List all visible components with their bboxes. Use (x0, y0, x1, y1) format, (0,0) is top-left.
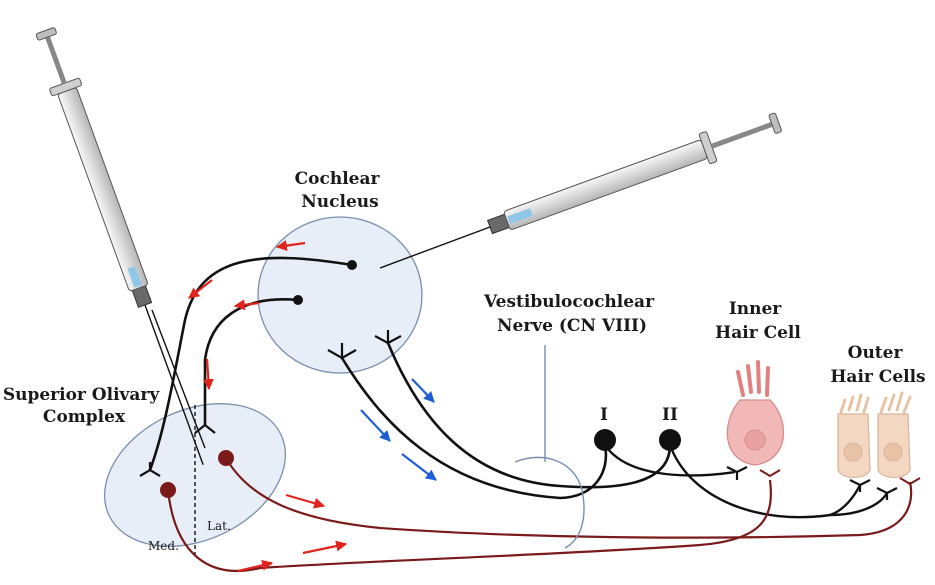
afferent-fiber-path (386, 342, 672, 489)
afferent-fiber-path (203, 298, 299, 425)
cochlear-nucleus-region (257, 216, 423, 374)
spiral-ganglion-type-i (594, 429, 616, 451)
afferent-fiber-path (604, 444, 736, 477)
efferent-fiber-path (225, 457, 913, 539)
efferent-direction-arrow (233, 299, 260, 311)
efferent-fiber-path (166, 479, 772, 572)
fiber-terminal (374, 330, 402, 345)
cn-cell-body (347, 260, 357, 270)
fiber-terminal (876, 487, 898, 500)
cn-cell-body (293, 295, 303, 305)
medial-label: Med. (148, 539, 179, 553)
efferent-direction-arrow (302, 540, 348, 555)
efferent-direction-arrow (237, 559, 274, 573)
syringe-icon (486, 112, 782, 235)
fiber-terminal (899, 477, 921, 486)
cochlear-nucleus-label: Cochlear Nucleus (295, 169, 386, 212)
fiber-terminal (139, 462, 161, 477)
fiber-terminal (194, 423, 216, 434)
syringe-needle (379, 226, 491, 269)
efferent-direction-arrow (275, 240, 306, 252)
afferent-direction-arrow (360, 409, 391, 442)
vestibulocochlear-nerve-label: Vestibulocochlear Nerve (CN VIII) (483, 292, 660, 336)
syringe-icon (35, 27, 204, 465)
type-i-label: I (600, 405, 608, 425)
outer-hair-cell-icon (877, 391, 912, 479)
fiber-terminal (759, 469, 781, 478)
loc-neuron (218, 450, 234, 466)
type-ii-label: II (662, 405, 678, 425)
lateral-label: Lat. (207, 519, 231, 533)
afferent-fiber-path (148, 256, 353, 471)
efferent-direction-arrow (285, 493, 326, 509)
efferent-direction-arrow (202, 358, 214, 391)
vestibulocochlear-nerve-outline (514, 456, 585, 549)
afferent-direction-arrow (401, 453, 437, 481)
fiber-terminal (327, 343, 357, 360)
afferent-fiber-path (668, 444, 862, 519)
outer-hair-cells-label: Outer Hair Cells (830, 343, 925, 387)
spiral-ganglion-type-ii (659, 429, 681, 451)
inner-hair-cell-label: Inner Hair Cell (715, 299, 801, 343)
outer-hair-cell-icon (837, 393, 871, 479)
afferent-direction-arrow (411, 378, 435, 403)
efferent-direction-arrow (188, 279, 213, 299)
superior-olivary-complex-label: Superior Olivary Complex (3, 385, 165, 427)
fiber-terminal (849, 479, 871, 492)
moc-neuron (160, 482, 176, 498)
afferent-fiber-path (340, 357, 608, 500)
afferent-fiber-path (829, 492, 889, 517)
inner-hair-cell-icon (726, 360, 785, 466)
fiber-terminal (726, 466, 748, 480)
syringe-needle (151, 309, 206, 449)
